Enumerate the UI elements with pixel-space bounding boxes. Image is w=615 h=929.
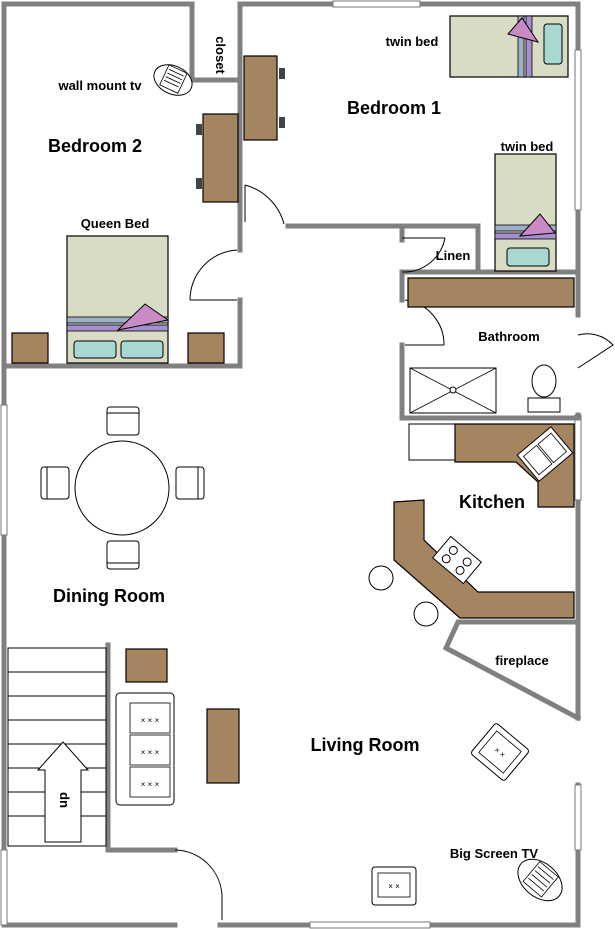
chair-icon	[196, 178, 202, 189]
big-screen-tv-label: Big Screen TV	[450, 846, 538, 861]
twin-bed-right	[494, 153, 557, 272]
bedroom-2-label: Bedroom 2	[48, 136, 142, 156]
kitchen	[368, 423, 575, 627]
shower-icon	[409, 367, 497, 414]
island-counter	[393, 499, 575, 619]
twin-bed-top	[449, 15, 569, 78]
end-table	[125, 648, 168, 683]
toilet-icon	[527, 364, 561, 413]
interior-walls	[1, 1, 582, 853]
nightstand	[187, 332, 225, 364]
wall-tv-label: wall mount tv	[57, 78, 142, 93]
sink-icon	[516, 426, 574, 482]
dining-table	[74, 440, 170, 536]
svg-text:× × ×: × × ×	[141, 716, 160, 725]
bar-stool	[368, 565, 394, 591]
dining-room-label: Dining Room	[53, 586, 165, 606]
closet-label: closet	[213, 36, 228, 74]
labels: Bedroom 1 Bedroom 2 Bathroom Kitchen Din…	[48, 34, 553, 861]
up-arrow-icon	[36, 741, 90, 843]
chair-icon	[175, 466, 205, 500]
svg-text:× × ×: × × ×	[141, 748, 160, 757]
bedroom-2	[11, 64, 239, 364]
coffee-table	[206, 708, 240, 784]
vanity	[407, 277, 575, 308]
linen-label: Linen	[436, 248, 471, 263]
desk	[243, 55, 278, 141]
chair-icon	[196, 124, 202, 135]
fridge	[408, 423, 456, 461]
svg-text:× ×: × ×	[388, 882, 400, 891]
svg-text:× × ×: × × ×	[141, 780, 160, 789]
bathroom-label: Bathroom	[478, 329, 539, 344]
bedroom-1-label: Bedroom 1	[347, 98, 441, 118]
nightstand	[11, 332, 49, 364]
queen-bed-label: Queen Bed	[81, 216, 150, 231]
twin-bed-label-right: twin bed	[501, 139, 554, 154]
queen-bed	[66, 235, 170, 364]
chair-icon	[279, 117, 285, 128]
chair-icon	[106, 540, 140, 570]
sofa: × × × × × × × × ×	[115, 692, 175, 806]
bar-stool	[413, 601, 439, 627]
chair-icon	[279, 68, 285, 79]
stairs-up-label: up	[55, 792, 70, 808]
bathroom	[407, 277, 575, 414]
tv-icon	[153, 64, 193, 96]
desk	[202, 113, 239, 203]
twin-bed-label-top: twin bed	[386, 34, 439, 49]
fireplace-label: fireplace	[495, 653, 548, 668]
living-room-label: Living Room	[311, 735, 420, 755]
dining-room	[40, 406, 205, 570]
windows	[0, 0, 582, 929]
stove-icon	[431, 535, 483, 585]
armchair-icon: × ×	[471, 723, 529, 781]
living-room: × × × × × × × × × × × × ×	[7, 647, 563, 906]
stairs	[7, 647, 107, 847]
chair-icon	[40, 466, 70, 500]
bedroom-1	[243, 15, 569, 272]
big-screen-tv-icon	[517, 858, 563, 902]
kitchen-label: Kitchen	[459, 492, 525, 512]
armchair-icon: × ×	[371, 866, 417, 906]
chair-icon	[106, 406, 140, 436]
